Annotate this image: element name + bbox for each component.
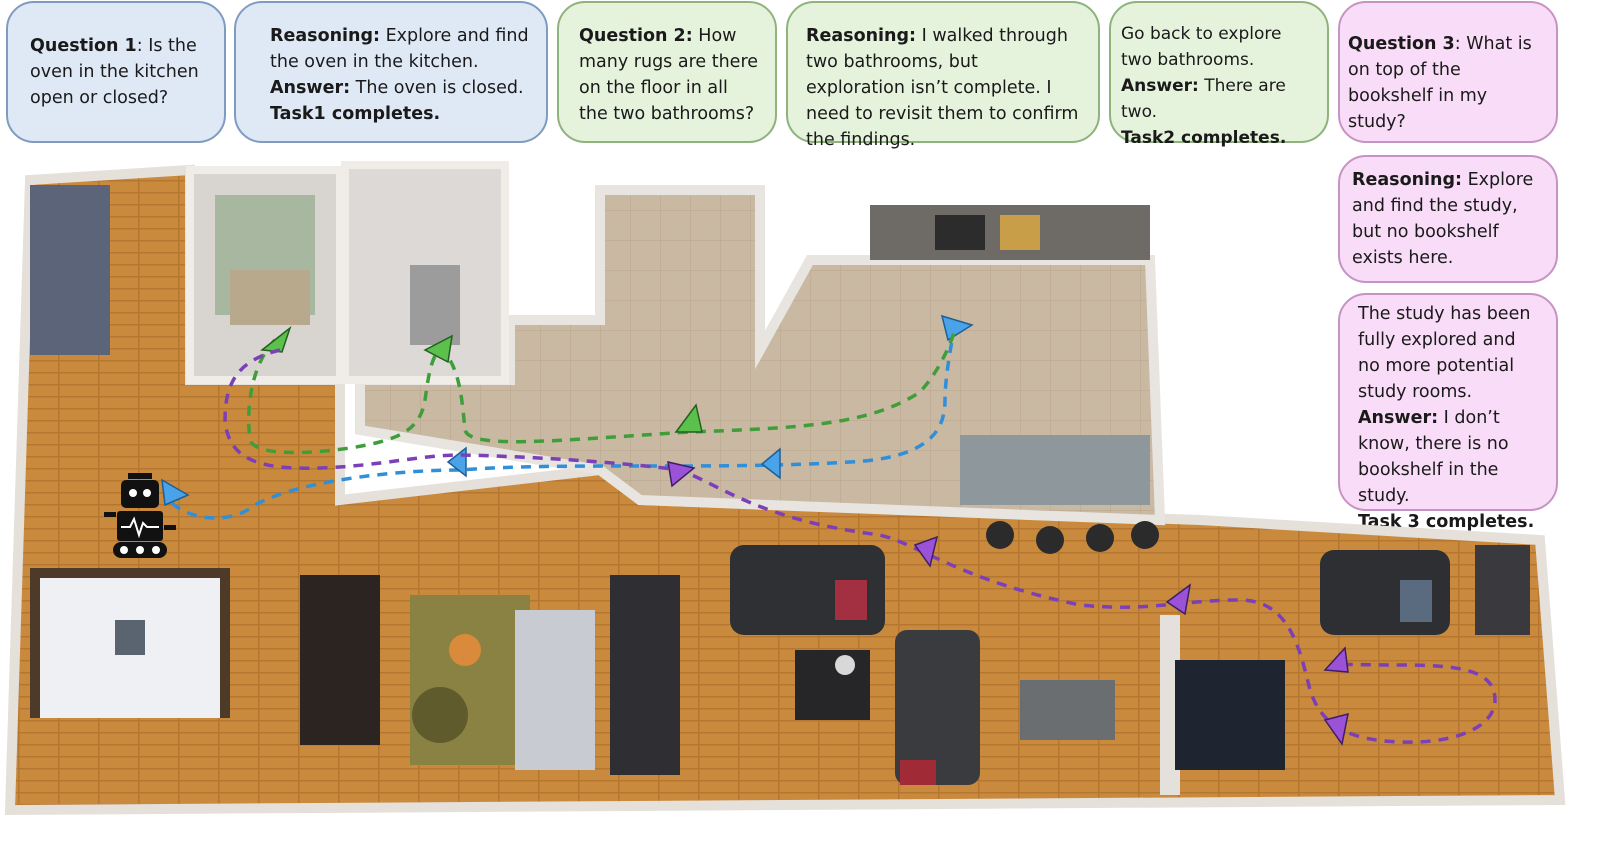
question-2-card: Question 2: How many rugs are there on t… — [557, 1, 777, 143]
reasoning-3-card: Reasoning: Explore and find the study, b… — [1338, 155, 1558, 283]
question-1-path — [170, 324, 957, 520]
answer-2-card: Go back to explore two bathrooms. Answer… — [1109, 1, 1329, 148]
question-3-arrow — [1165, 583, 1192, 616]
question-3-arrow — [1323, 646, 1349, 673]
answer-3-card: The study has been fully explored and no… — [1338, 293, 1558, 532]
question-2-arrow — [423, 334, 453, 364]
floor-plan-map — [4, 161, 1566, 816]
question-2-arrow — [674, 403, 703, 433]
question-1-arrow — [161, 478, 190, 507]
house-structure — [4, 161, 1566, 816]
question-3-card: Question 3: What is on top of the booksh… — [1338, 1, 1558, 143]
question-1-card: Question 1: Is the oven in the kitchen o… — [6, 1, 226, 143]
reasoning-2-card: Reasoning: I walked through two bathroom… — [786, 1, 1100, 150]
question-3-arrow — [667, 461, 696, 488]
robot-icon — [104, 473, 176, 558]
question-3-arrow — [913, 535, 939, 568]
question-3-path — [223, 348, 1497, 744]
reasoning-1-card: Reasoning: Explore and find the oven in … — [234, 1, 548, 143]
question-2-path — [246, 329, 957, 455]
question-1-arrow — [940, 314, 974, 342]
question-3-arrow — [1323, 712, 1349, 746]
question-1-arrow — [760, 447, 781, 480]
question-1-text: Question 1: Is the oven in the kitchen o… — [30, 36, 199, 108]
